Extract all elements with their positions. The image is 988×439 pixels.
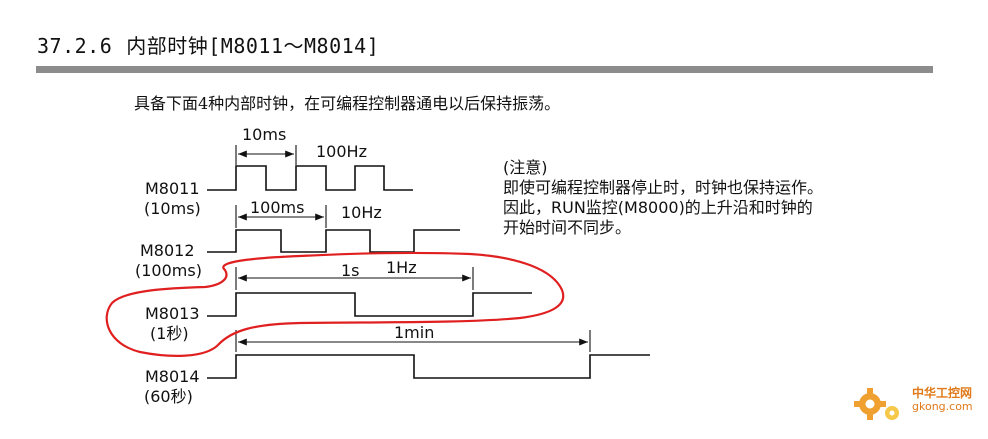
m8014-waveform — [207, 354, 650, 379]
m8014-label: M8014 — [145, 367, 200, 386]
m8012-freq-label: 10Hz — [341, 203, 382, 222]
watermark-url: gkong.com — [912, 400, 973, 413]
red-annotation-circle — [105, 251, 565, 357]
section-title: 37.2.6 内部时钟[M8011～M8014] — [37, 30, 379, 59]
m8014-sub-label: (60秒) — [144, 387, 193, 406]
note-line-2: 因此，RUN监控(M8000)的上升沿和时钟的 — [503, 198, 813, 217]
note-block: (注意) 即使可编程控制器停止时，时钟也保持运作。 因此，RUN监控(M8000… — [503, 158, 823, 238]
m8012-period-label: 100ms — [250, 198, 304, 217]
m8013-label: M8013 — [145, 304, 200, 323]
section-heading: 内部时钟[M8011～M8014] — [126, 34, 380, 58]
m8011-label: M8011 — [145, 179, 200, 198]
note-heading: (注意) — [503, 158, 548, 177]
watermark-text: 中华工控网 — [912, 386, 973, 400]
signal-m8013: 1s 1Hz M8013 (1秒) — [145, 258, 532, 343]
m8011-freq-label: 100Hz — [316, 142, 367, 161]
m8011-period-label: 10ms — [242, 125, 286, 144]
m8011-waveform — [207, 165, 413, 191]
m8012-waveform — [207, 229, 460, 253]
m8013-sub-label: (1秒) — [150, 324, 189, 343]
m8013-freq-label: 1Hz — [386, 258, 417, 277]
intro-text: 具备下面4种内部时钟，在可编程控制器通电以后保持振荡。 — [134, 94, 561, 113]
gear-icon — [854, 388, 899, 420]
title-divider — [36, 66, 933, 73]
m8013-waveform — [207, 292, 532, 317]
signal-m8012: 100ms 10Hz M8012 (100ms) — [135, 198, 460, 280]
m8012-label: M8012 — [140, 241, 195, 260]
m8013-period-label: 1s — [341, 261, 360, 280]
signal-m8014: 1min M8014 (60秒) — [144, 323, 650, 406]
note-line-3: 开始时间不同步。 — [503, 218, 632, 237]
m8011-sub-label: (10ms) — [144, 199, 201, 218]
section-number: 37.2.6 — [37, 34, 113, 58]
m8012-sub-label: (100ms) — [135, 261, 202, 280]
watermark-logo — [854, 388, 899, 420]
m8014-period-label: 1min — [394, 323, 434, 342]
note-line-1: 即使可编程控制器停止时，时钟也保持运作。 — [503, 178, 824, 197]
signal-m8011: 10ms 100Hz M8011 (10ms) — [144, 125, 413, 218]
